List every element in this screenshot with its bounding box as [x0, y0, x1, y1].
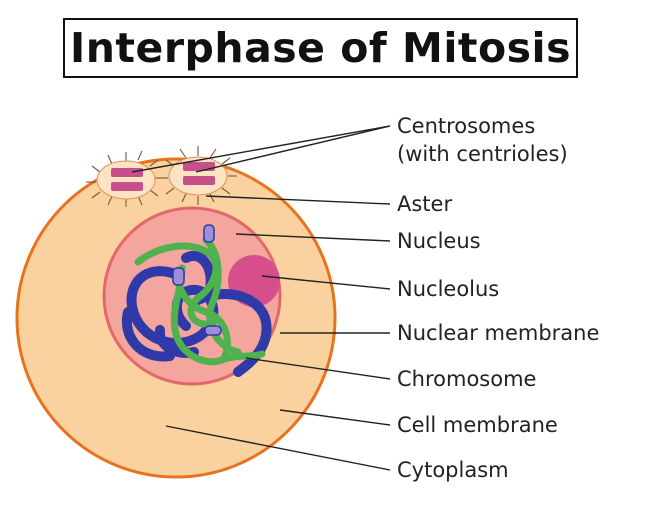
- label-centrosomes: Centrosomes: [397, 114, 535, 138]
- label-cytoplasm: Cytoplasm: [397, 458, 509, 482]
- label-cell-membrane: Cell membrane: [397, 413, 558, 437]
- label-nucleus: Nucleus: [397, 229, 481, 253]
- leader-cell-membrane: [279, 409, 391, 426]
- aster-rays: [86, 150, 163, 207]
- leader-nucleus: [235, 233, 391, 242]
- label-nucleolus: Nucleolus: [397, 277, 499, 301]
- chromosome-green: [134, 236, 266, 366]
- leader-aster: [205, 195, 391, 205]
- label-nuclear-membrane: Nuclear membrane: [397, 321, 599, 345]
- title-box: Interphase of Mitosis: [63, 18, 578, 78]
- leader-cytoplasm: [165, 425, 391, 471]
- label-chromosome: Chromosome: [397, 367, 536, 391]
- leader-nucleolus: [261, 275, 391, 290]
- centromere: [204, 325, 222, 336]
- diagram-title: Interphase of Mitosis: [69, 24, 572, 72]
- leader-centrosomes-2: [195, 125, 391, 173]
- leader-centrosomes-1: [131, 125, 391, 173]
- centromere: [172, 267, 185, 286]
- centromere: [203, 224, 215, 243]
- label-aster: Aster: [397, 192, 452, 216]
- leader-chromosome: [245, 357, 391, 380]
- label-centrosomes-note: (with centrioles): [397, 142, 568, 166]
- aster-rays: [159, 146, 237, 205]
